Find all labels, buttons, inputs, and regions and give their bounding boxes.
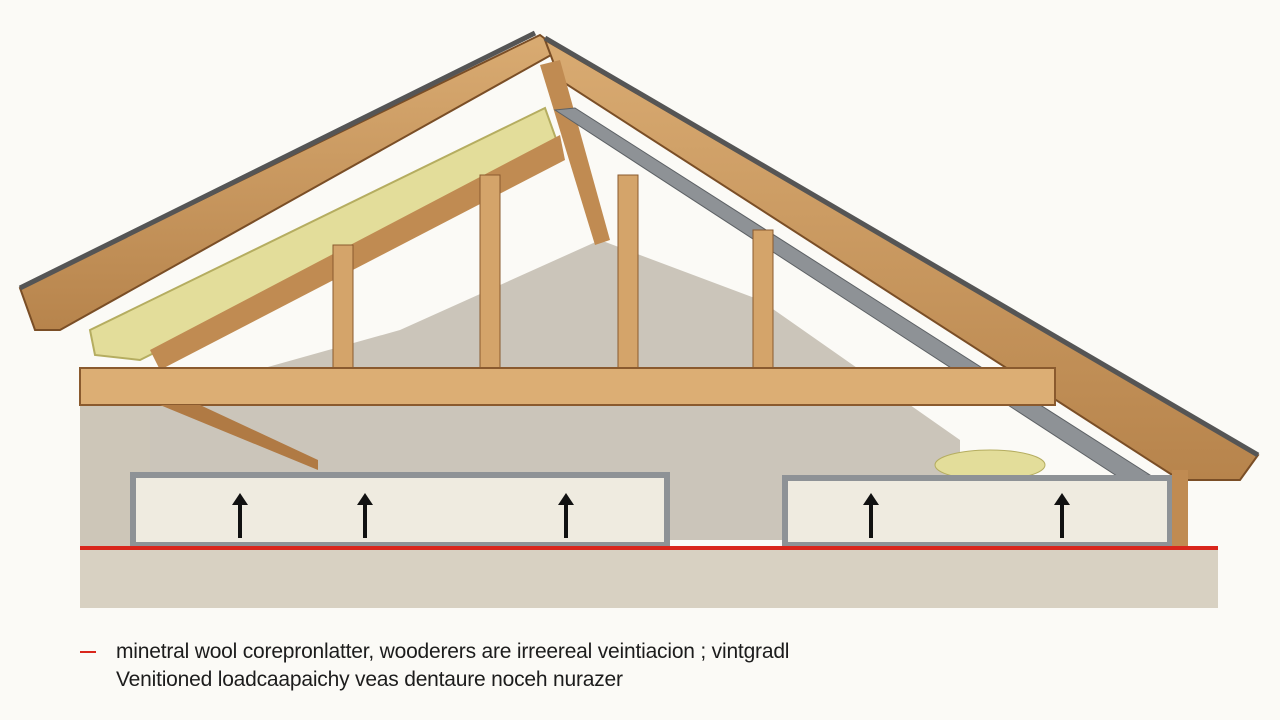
left-roof-deck [18, 33, 562, 331]
up-arrow-icon [232, 493, 248, 538]
post [479, 174, 501, 371]
insulation-panel-right [782, 475, 1173, 548]
red-line [80, 546, 1218, 550]
right-roof-edge [543, 35, 1260, 458]
left-roof-edge [18, 30, 537, 291]
up-arrow-icon [357, 493, 373, 538]
post [617, 174, 639, 371]
brace [160, 405, 318, 470]
post [752, 229, 774, 371]
insulation-panel-left [130, 472, 670, 548]
up-arrow-icon [558, 493, 574, 538]
foundation-slab [80, 548, 1218, 608]
caption-line-1: minetral wool corepronlatter, wooderers … [116, 640, 790, 663]
up-arrow-icon [1054, 493, 1070, 538]
rafter [540, 60, 610, 245]
up-arrow-icon [863, 493, 879, 538]
ceiling-joist [79, 367, 1056, 406]
post [332, 244, 354, 371]
legend-red-dash [80, 651, 96, 653]
rafter [150, 135, 565, 370]
right-wall-post [1172, 470, 1188, 548]
caption-line-2: Venitioned loadcaapaichy veas dentaure n… [116, 668, 623, 691]
